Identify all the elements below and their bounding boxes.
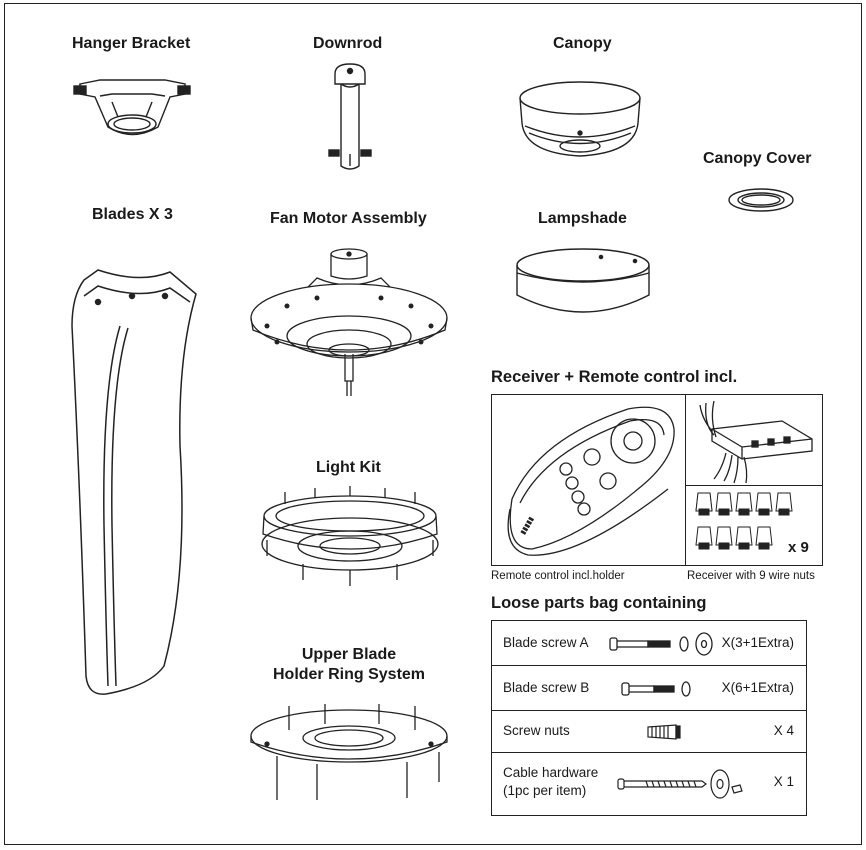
part-qty: X 4 [773, 723, 794, 738]
fan-motor-drawing [250, 248, 448, 396]
part-name: Cable hardware (1pc per item) [503, 764, 598, 800]
remote-control-drawing: ▮▮▮▮▮ [507, 406, 675, 556]
part-name-line1: Cable hardware [503, 765, 599, 780]
lampshade-label: Lampshade [538, 210, 627, 227]
part-name: Blade screw B [503, 680, 590, 695]
hanger-bracket-label: Hanger Bracket [72, 35, 191, 52]
table-row: Blade screw A X(3+1Extra) [492, 621, 806, 666]
fan-motor-label: Fan Motor Assembly [270, 210, 427, 227]
receiver-box: ▮▮▮▮▮ x 9 [491, 394, 823, 566]
receiver-section-title: Receiver + Remote control incl. [491, 368, 738, 386]
downrod-drawing [328, 63, 372, 170]
part-name-line2: (1pc per item) [503, 783, 587, 798]
canopy-drawing [519, 81, 641, 157]
upper-blade-ring-drawing [250, 704, 448, 800]
canopy-cover-drawing [728, 188, 794, 212]
remote-caption: Remote control incl.holder [491, 570, 625, 582]
part-qty: X 1 [773, 774, 794, 789]
table-row: Screw nuts X 4 [492, 711, 806, 753]
receiver-unit-drawing [699, 400, 813, 484]
lampshade-drawing [516, 248, 650, 313]
upper-blade-label: Upper Blade Holder Ring System [272, 645, 426, 685]
canopy-cover-label: Canopy Cover [703, 150, 812, 167]
cable-hardware-icon [617, 769, 743, 799]
upper-blade-label-line1: Upper Blade [301, 646, 397, 663]
light-kit-label: Light Kit [316, 459, 381, 476]
downrod-label: Downrod [313, 35, 383, 52]
blade-screw-b-icon [621, 681, 691, 697]
receiver-caption: Receiver with 9 wire nuts [687, 570, 815, 582]
screw-nuts-icon [647, 724, 681, 740]
table-row: Cable hardware (1pc per item) X 1 [492, 753, 806, 815]
wire-nuts-count: x 9 [788, 539, 809, 556]
part-name: Blade screw A [503, 635, 589, 650]
loose-parts-title: Loose parts bag containing [491, 594, 707, 612]
receiver-box-divider-h [686, 485, 822, 487]
upper-blade-label-line2: Holder Ring System [272, 666, 426, 683]
loose-parts-table: Blade screw A X(3+1Extra) Blade screw B … [491, 620, 807, 816]
part-qty: X(3+1Extra) [721, 635, 794, 650]
page-frame [4, 3, 862, 845]
blade-drawing [71, 269, 197, 695]
table-row: Blade screw B X(6+1Extra) [492, 666, 806, 711]
part-name: Screw nuts [503, 723, 570, 738]
blades-label: Blades X 3 [92, 206, 173, 223]
receiver-box-divider-v [685, 395, 687, 565]
part-qty: X(6+1Extra) [721, 680, 794, 695]
canopy-label: Canopy [553, 35, 612, 52]
blade-screw-a-icon [609, 632, 713, 656]
hanger-bracket-drawing [73, 79, 191, 136]
light-kit-drawing [261, 486, 439, 586]
wire-nuts-drawing [695, 492, 793, 550]
